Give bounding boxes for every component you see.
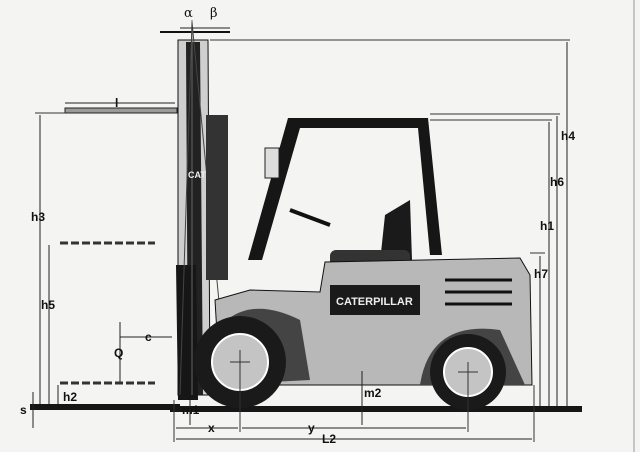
mast-logo: CAT [188,170,206,180]
label-h2: h2 [63,390,77,404]
label-h1: h1 [540,219,554,233]
label-h7: h7 [534,267,548,281]
body-logo: CATERPILLAR [336,296,413,308]
extension-lines [35,39,570,442]
overhead-guard [248,118,442,268]
label-s: s [20,403,27,417]
mast: CAT [160,20,230,400]
dimension-lines [32,27,568,440]
label-alpha: α [184,6,193,21]
label-h3: h3 [31,210,45,224]
label-y: y [308,421,315,435]
label-l2: L2 [322,432,336,446]
label-l: l [115,96,118,110]
fork-lowered [30,404,180,410]
label-h4: h4 [561,129,575,143]
label-q: Q [114,346,123,360]
label-c: c [145,330,152,344]
label-x: x [208,421,215,435]
label-m1: m1 [182,403,200,417]
forks [30,107,180,410]
label-h6: h6 [550,175,564,189]
ground-line [170,406,582,412]
label-beta: β [210,6,218,21]
label-m2: m2 [364,386,382,400]
label-h5: h5 [41,298,55,312]
fork-raised-top [64,107,178,114]
